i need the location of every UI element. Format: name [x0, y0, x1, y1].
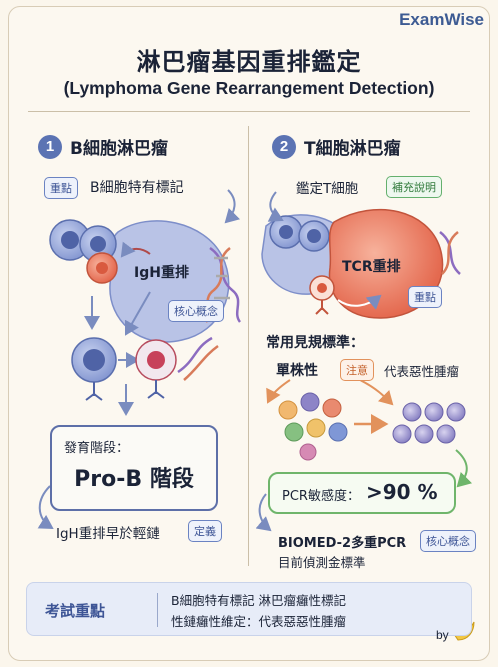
section-number: 2 [272, 134, 296, 159]
definition-tag: 定義 [188, 520, 222, 542]
section-b-cell-header: 1 B細胞淋巴瘤 [38, 134, 168, 159]
monoclonal-desc: 代表惡性腫瘤 [384, 364, 460, 379]
arrow-to-biomed [255, 493, 272, 532]
by-label: by [436, 628, 449, 642]
igh-early-note: IgH重排早於輕鏈 [56, 526, 160, 542]
biomed-label: BIOMED-2多重PCR [278, 536, 407, 551]
page-subtitle: (Lymphoma Gene Rearrangement Detection) [63, 78, 435, 98]
key-point-tag: 重點 [44, 177, 78, 199]
arrow-down-2 [125, 291, 151, 336]
polyclonal-cells [278, 392, 348, 461]
key-point-tag-right: 重點 [408, 286, 442, 308]
supplement-tag: 補充說明 [386, 176, 442, 198]
monoclonal-cells [392, 402, 466, 444]
igh-label: IgH重排 [134, 265, 189, 281]
exam-key-points: 考試重點 B細胞特有標記 淋巴瘤癰性標記 性鏈癰性維定：代表惡惡性腫瘤 [26, 582, 472, 636]
stage-box: 發育階段： Pro-B 階段 [50, 425, 218, 511]
tcr-label: TCR重排 [342, 259, 401, 275]
arrow-to-t-cluster [267, 191, 284, 222]
identify-t-cell: 鑑定T細胞 [296, 181, 359, 197]
monoclonal-label: 單株性 [276, 363, 318, 379]
card-frame [8, 6, 490, 661]
attention-tag: 注意 [340, 359, 374, 381]
dna-helix-icon-3 [439, 231, 461, 275]
stage-label: 發育階段： [64, 441, 130, 456]
column-divider [248, 126, 249, 566]
pcr-box: PCR敏感度： >90 % [268, 472, 456, 514]
b-cell-feature: B細胞特有標記 [90, 180, 184, 196]
pcr-value: >90 % [366, 480, 438, 504]
pro-b-cells [71, 337, 177, 401]
arrow-to-note [37, 485, 54, 530]
stage-value: Pro-B 階段 [74, 467, 194, 492]
header-divider [28, 111, 470, 112]
core-concept-tag: 核心概念 [168, 300, 224, 322]
brand-logo: ExamWise [399, 10, 484, 29]
page-title: 淋巴瘤基因重排鑑定 [136, 48, 362, 76]
footer-divider [157, 593, 158, 627]
gold-standard-note: 目前偵測金標準 [278, 555, 366, 570]
mono-arrow-left [266, 379, 291, 404]
section-number: 1 [38, 134, 62, 159]
arrow-to-pcr [455, 449, 473, 488]
mono-arrow-right [359, 379, 394, 406]
core-concept-tag-right: 核心概念 [420, 530, 476, 552]
dna-helix-icon-2 [177, 336, 219, 381]
section-title: B細胞淋巴瘤 [70, 139, 168, 159]
footer-line-1: B細胞特有標記 淋巴瘤癰性標記 [171, 593, 347, 608]
section-t-cell-header: 2 T細胞淋巴瘤 [272, 134, 401, 159]
arrow-to-cluster [224, 189, 241, 224]
pcr-label: PCR敏感度： [282, 489, 360, 504]
footer-label: 考試重點 [45, 602, 106, 620]
standard-heading: 常用見規標準： [266, 335, 364, 351]
section-title: T細胞淋巴瘤 [304, 139, 401, 159]
footer-line-2: 性鏈癰性維定：代表惡惡性腫瘤 [171, 614, 347, 629]
